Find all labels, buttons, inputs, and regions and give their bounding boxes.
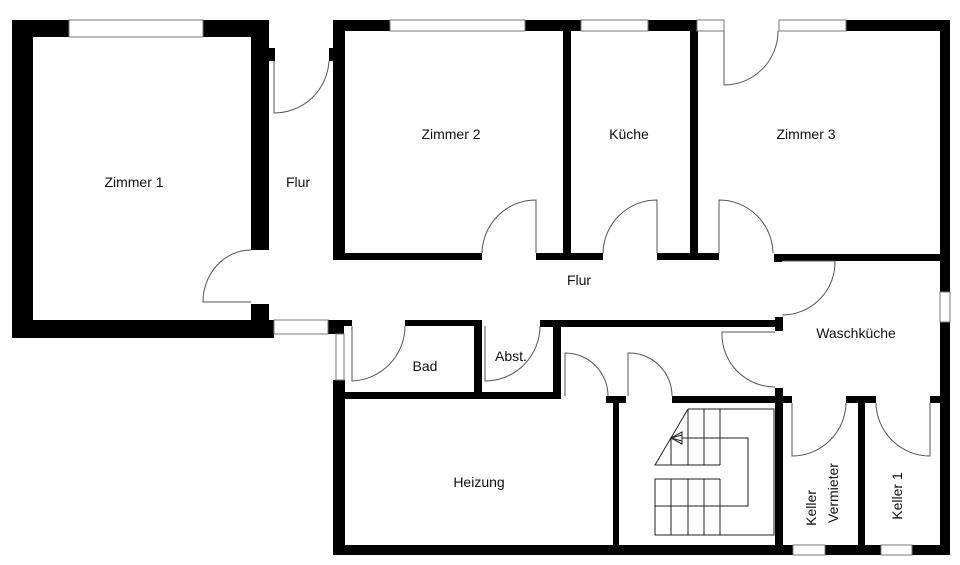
staircase <box>654 408 775 536</box>
doors <box>202 30 931 457</box>
room-label-zimmer-3: Zimmer 3 <box>776 126 836 142</box>
room-label-zimmer-1: Zimmer 1 <box>104 174 164 190</box>
room-label-zimmer-2: Zimmer 2 <box>421 126 481 142</box>
walls <box>12 20 950 555</box>
room-label-abst: Abst. <box>495 348 527 364</box>
room-label-heizung: Heizung <box>453 474 505 490</box>
room-label-keller-1: Keller 1 <box>889 472 905 520</box>
room-label-keller-vermieter-line2: Vermieter <box>825 463 841 523</box>
windows <box>68 19 951 556</box>
room-label-bad: Bad <box>412 358 438 374</box>
room-label-flur-upper: Flur <box>285 174 311 190</box>
room-label-flur-main: Flur <box>566 272 592 288</box>
room-label-waschkueche: Waschküche <box>816 325 896 341</box>
room-label-kueche: Küche <box>609 126 649 142</box>
room-label-keller-vermieter-line1: Keller <box>803 490 819 526</box>
